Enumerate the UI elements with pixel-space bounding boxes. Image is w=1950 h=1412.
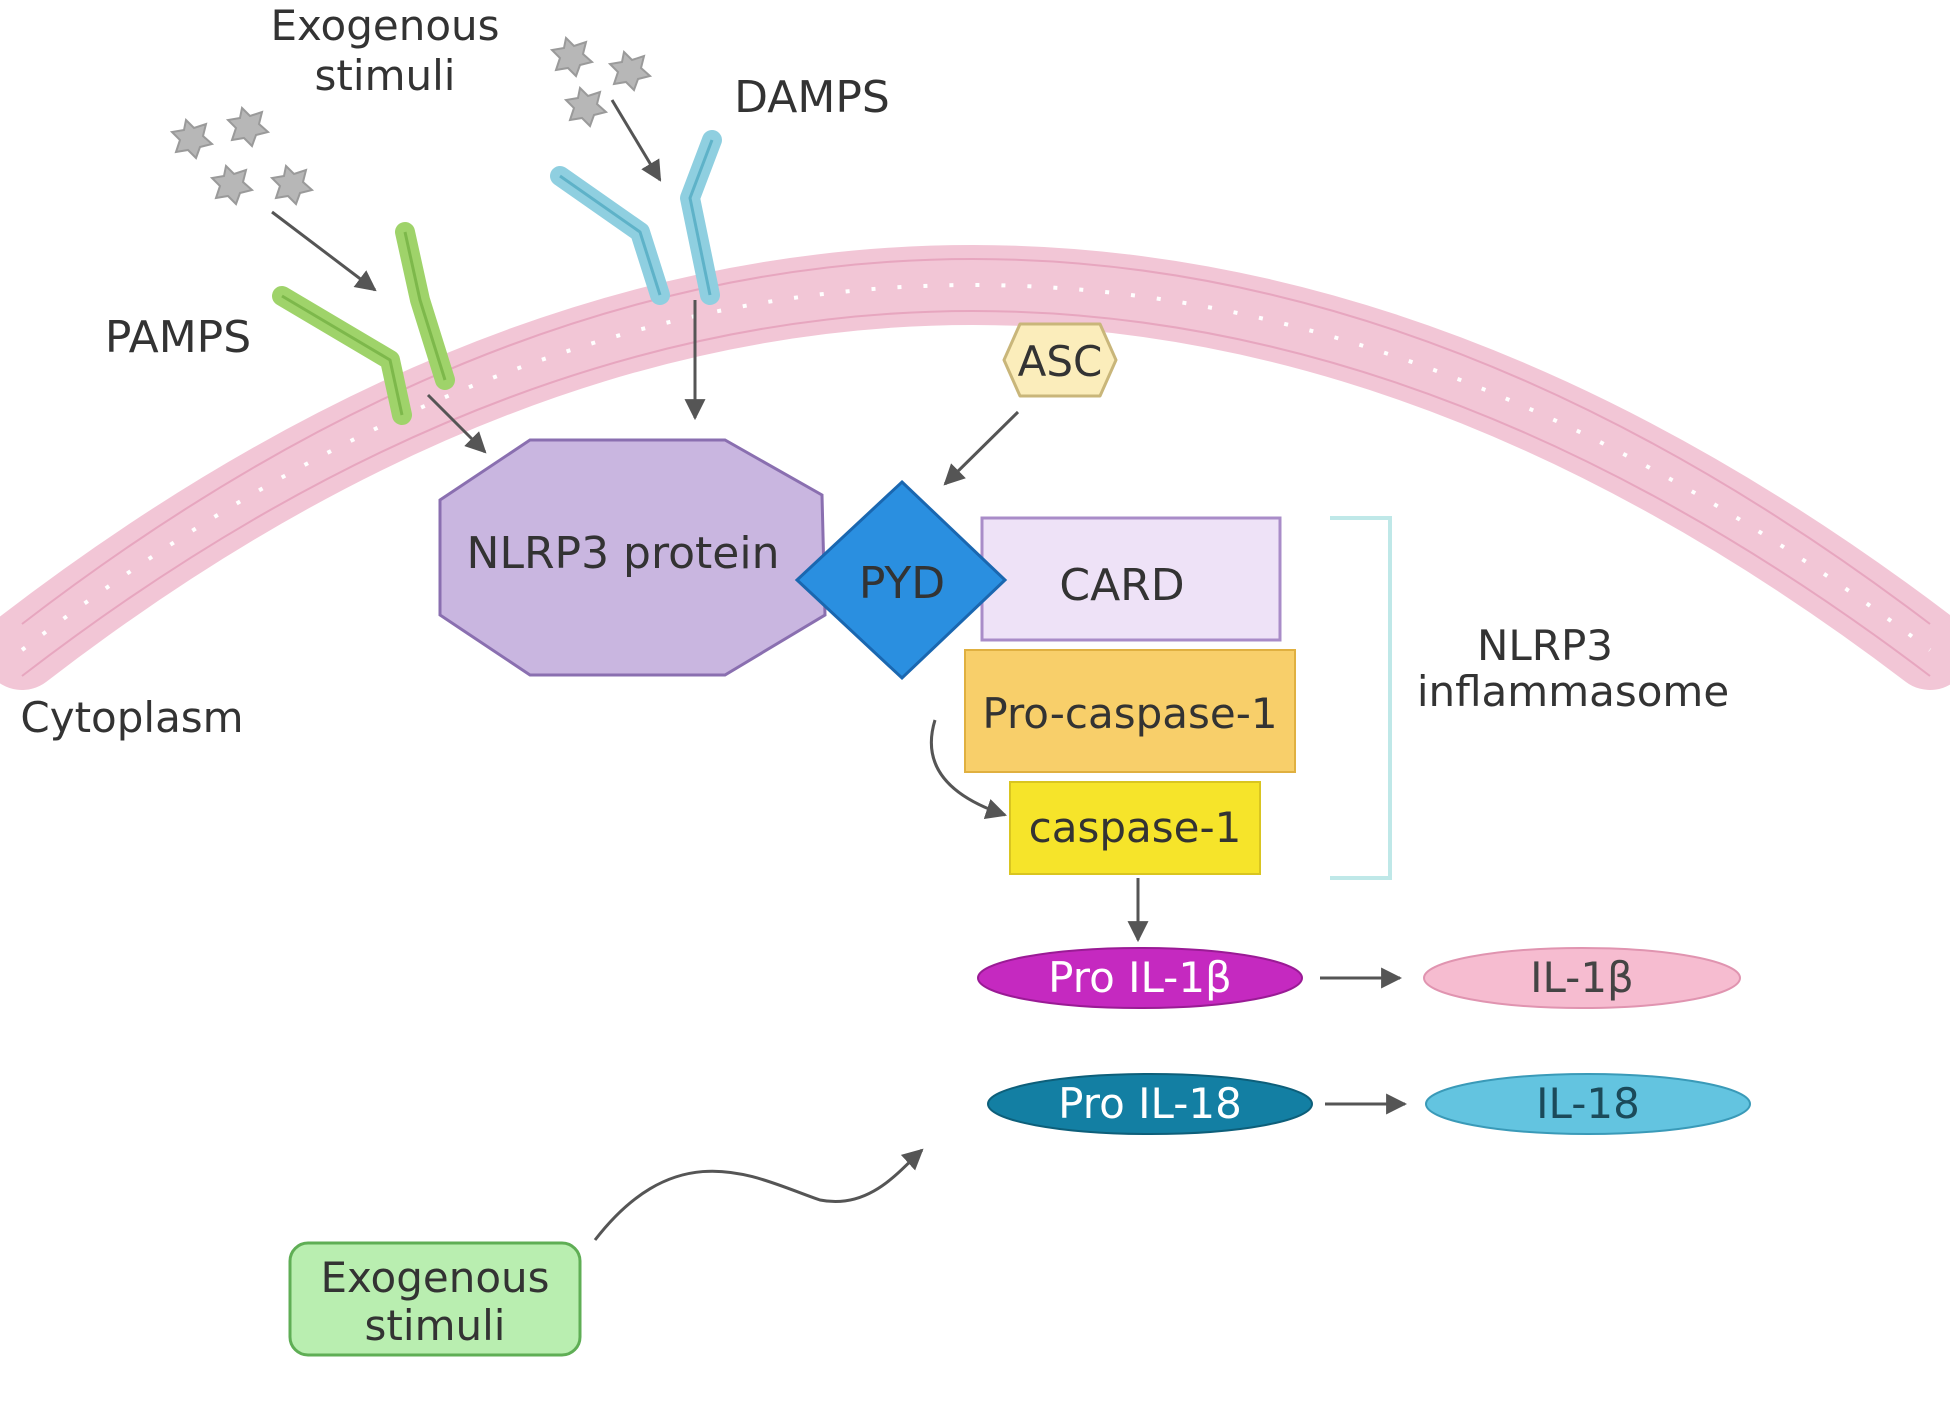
- asc-label: ASC: [1018, 337, 1103, 386]
- pro-il18-label: Pro IL-18: [1058, 1079, 1242, 1128]
- arrow-exogenous-to-pamps: [271, 210, 377, 292]
- exogenous-stimuli-box: Exogenous stimuli: [288, 1241, 582, 1357]
- asc-node: ASC: [1002, 322, 1118, 398]
- caspase-box: caspase-1: [1009, 781, 1261, 875]
- arrow-pro-caspase-to-caspase: [929, 719, 1007, 819]
- il1b-node: IL-1β: [1423, 947, 1741, 1009]
- cytoplasm-label: Cytoplasm: [20, 693, 243, 742]
- pamps-particles: [169, 105, 315, 206]
- arrow-particles-to-damps: [610, 99, 662, 182]
- card-box: CARD: [980, 516, 1282, 642]
- pro-il1b-label: Pro IL-1β: [1048, 953, 1232, 1002]
- exogenous-top-label-line2: stimuli: [315, 51, 456, 100]
- caspase-label: caspase-1: [1029, 803, 1242, 852]
- cell-membrane: [0, 245, 1950, 690]
- card-label: CARD: [1059, 560, 1184, 611]
- arrow-exogenous-to-interleukins: [593, 1148, 924, 1241]
- arrow-asc-to-pyd: [943, 410, 1020, 486]
- inflammasome-bracket: [1330, 516, 1392, 880]
- arrows: [271, 99, 1408, 1241]
- exogenous-bottom-label-line1: Exogenous: [320, 1253, 549, 1302]
- pyd-label: PYD: [859, 558, 945, 609]
- arrow-pamps-to-nlrp3: [426, 393, 487, 454]
- exogenous-bottom-label-line2: stimuli: [365, 1301, 506, 1350]
- exogenous-top-label-line1: Exogenous: [270, 1, 499, 50]
- pro-caspase-box: Pro-caspase-1: [964, 649, 1296, 773]
- pro-il1b-node: Pro IL-1β: [977, 947, 1303, 1009]
- il18-label: IL-18: [1536, 1079, 1640, 1128]
- damps-receptor: [550, 130, 722, 305]
- nlrp3-protein-label: NLRP3 protein: [467, 528, 780, 579]
- pro-il18-node: Pro IL-18: [987, 1073, 1313, 1135]
- inflammasome-label-line1: NLRP3: [1477, 621, 1613, 670]
- nlrp3-protein: NLRP3 protein: [438, 438, 827, 677]
- il18-node: IL-18: [1425, 1073, 1751, 1135]
- inflammasome-label-line2: inflammasome: [1417, 667, 1729, 716]
- il1b-label: IL-1β: [1530, 953, 1634, 1002]
- damps-particles: [549, 35, 653, 128]
- pro-caspase-label: Pro-caspase-1: [982, 689, 1277, 738]
- pamps-receptor: [272, 222, 455, 425]
- pamps-label: PAMPS: [105, 312, 251, 363]
- damps-label: DAMPS: [734, 72, 890, 123]
- pyd-node: PYD: [794, 479, 1008, 681]
